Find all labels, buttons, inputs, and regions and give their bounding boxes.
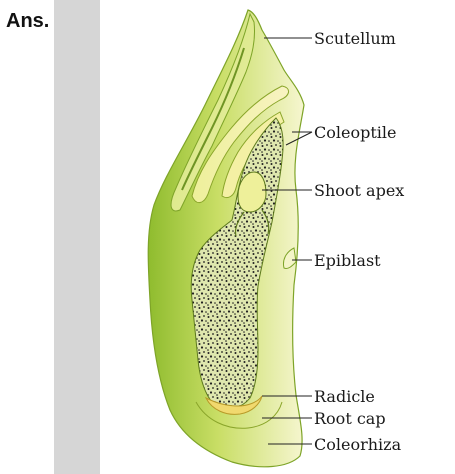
label-scutellum: Scutellum xyxy=(314,29,396,48)
label-radicle: Radicle xyxy=(314,387,375,406)
label-coleoptile: Coleoptile xyxy=(314,123,396,142)
label-epiblast: Epiblast xyxy=(314,251,381,270)
label-shoot-apex: Shoot apex xyxy=(314,181,404,200)
label-coleorhiza: Coleorhiza xyxy=(314,435,402,454)
label-root-cap: Root cap xyxy=(314,409,386,428)
